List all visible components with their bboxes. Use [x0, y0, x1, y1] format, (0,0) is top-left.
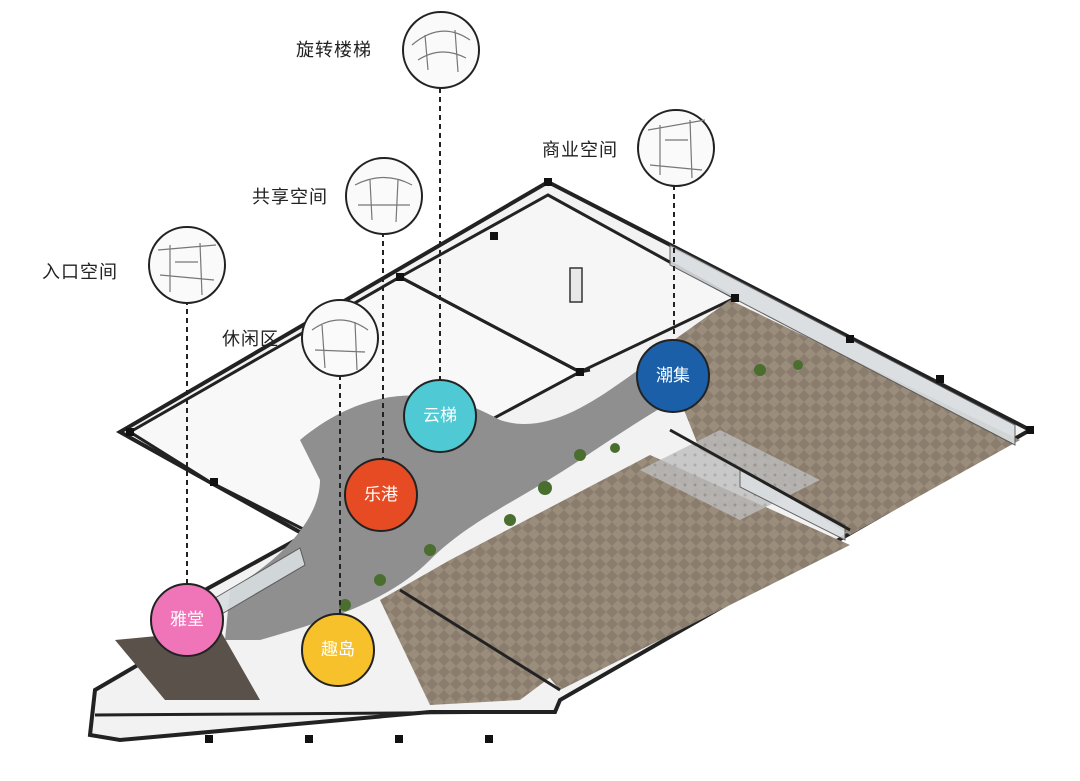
lower-left-floor	[380, 560, 600, 705]
zone-marker-1: 云梯	[403, 379, 477, 453]
leader-lines	[186, 88, 675, 618]
glass-walls	[214, 244, 1016, 616]
zone-label: 云梯	[423, 406, 457, 426]
zone-marker-5: 趣岛	[301, 613, 375, 687]
callout-label-shared: 共享空间	[252, 187, 328, 208]
plants	[339, 360, 803, 611]
zone-circle	[301, 613, 375, 687]
entrance-area	[115, 630, 260, 700]
sketch-thumbnails	[148, 11, 715, 377]
zone-circle	[150, 583, 224, 657]
zone-circle	[344, 458, 418, 532]
callout-label-stair: 旋转楼梯	[296, 40, 372, 61]
column	[569, 267, 583, 303]
zone-label: 雅堂	[170, 610, 204, 630]
interior-walls	[94, 275, 851, 717]
sketch-leisure	[301, 299, 379, 377]
zone-marker-4: 雅堂	[150, 583, 224, 657]
sketch-entrance	[148, 226, 226, 304]
zone-marker-3: 潮集	[636, 339, 710, 413]
sketch-shared	[345, 157, 423, 235]
zone-label: 乐港	[364, 485, 398, 505]
sketch-stair	[402, 11, 480, 89]
sketch-commercial	[637, 109, 715, 187]
wall-joints	[126, 178, 1034, 743]
zone-marker-2: 乐港	[344, 458, 418, 532]
zone-circle	[403, 379, 477, 453]
zone-label: 趣岛	[321, 640, 355, 660]
corridor	[225, 320, 760, 640]
callout-label-entrance: 入口空间	[42, 262, 118, 283]
zone-circle	[636, 339, 710, 413]
callout-label-leisure: 休闲区	[222, 329, 279, 350]
callout-label-commercial: 商业空间	[542, 140, 618, 161]
zone-label: 潮集	[656, 366, 690, 386]
commercial-floor	[660, 300, 1020, 535]
